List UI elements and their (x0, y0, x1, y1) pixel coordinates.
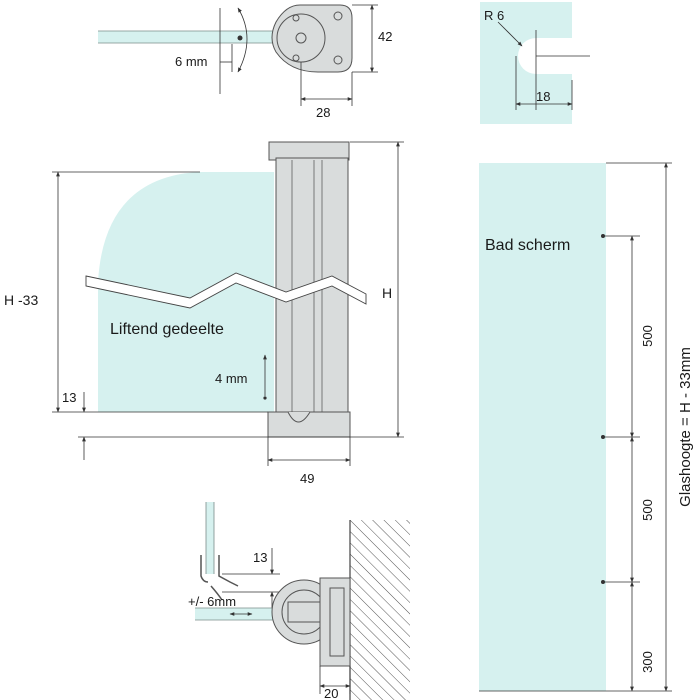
segment-500-top-label: 500 (640, 325, 655, 347)
seal-glass (206, 502, 214, 574)
profile-cap (268, 141, 350, 161)
bath-screen-panel: Bad scherm 500 500 300 Glashoogte = H - … (479, 162, 694, 692)
width-28-label: 28 (316, 105, 330, 120)
lift-section-label: Liftend gedeelte (110, 321, 224, 338)
adjust-range-label: +/- 6mm (188, 594, 236, 609)
seal-detail: 13 (200, 502, 280, 610)
segment-300-label: 300 (640, 651, 655, 673)
segment-500-mid-label: 500 (640, 499, 655, 521)
screen-glass (479, 163, 606, 691)
break-line (85, 272, 367, 309)
wall-detail: +/- 6mm 20 (188, 520, 410, 700)
screen-glass-height-label: Glashoogte = H - 33mm (677, 347, 694, 507)
lift-glass-panel (98, 172, 274, 412)
profile-width-49-label: 49 (300, 471, 314, 486)
seal-height-13-label: 13 (253, 550, 267, 565)
depth-18-label: 18 (536, 89, 550, 104)
wall-width-20-label: 20 (324, 686, 338, 700)
top-hinge-detail: 6 mm 28 42 (98, 4, 392, 120)
seal-profile (200, 555, 239, 601)
top-glass-strip (98, 31, 273, 43)
height-h-label: H (382, 285, 392, 301)
radius-glass-corner (480, 2, 572, 124)
bottom-gap-13-label: 13 (62, 390, 76, 405)
screen-title: Bad scherm (485, 237, 570, 254)
radius-r6-label: R 6 (484, 8, 504, 23)
radius-detail: R 6 18 (480, 2, 590, 124)
rotation-arrow-icon (237, 7, 248, 73)
lift-4mm-label: 4 mm (215, 371, 248, 386)
wall-hatch (350, 520, 410, 700)
height-42-label: 42 (378, 29, 392, 44)
profile-foot (267, 411, 351, 438)
main-front-view: H H -33 13 4 mm Liftend gedeelte 49 (4, 141, 404, 486)
gap-6mm-label: 6 mm (175, 54, 208, 69)
glass-height-label: H -33 (4, 292, 38, 308)
